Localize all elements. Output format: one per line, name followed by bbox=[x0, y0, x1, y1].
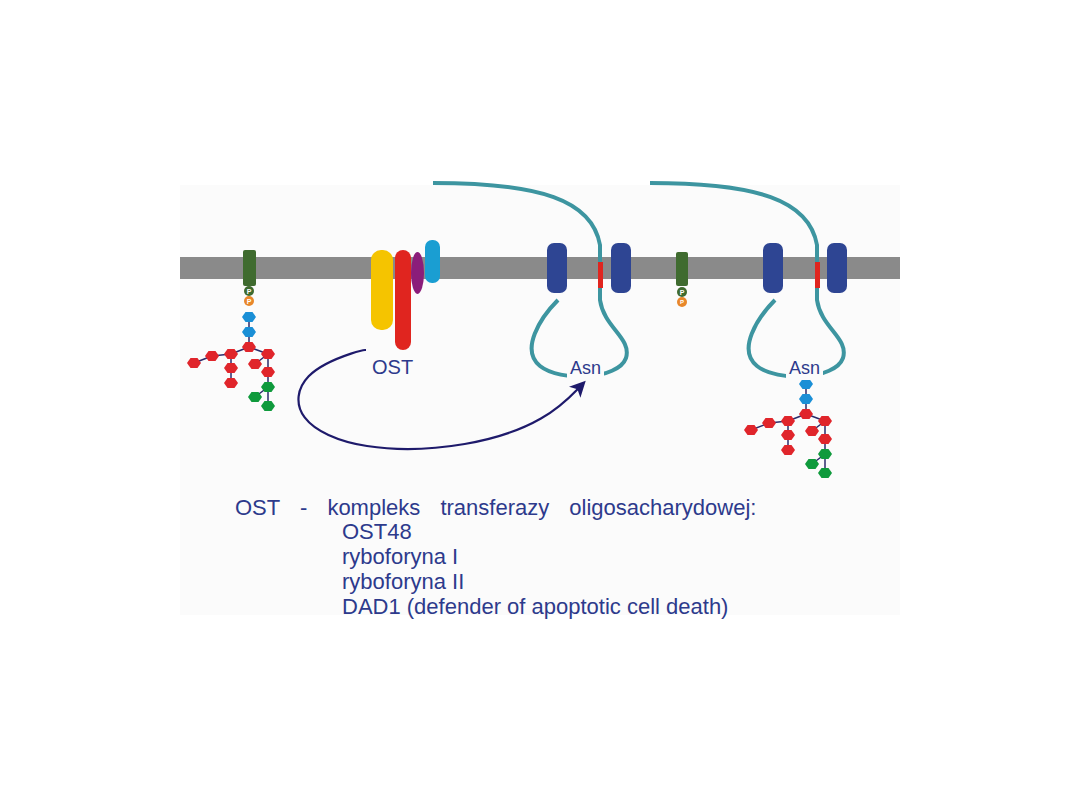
sugar-residue bbox=[261, 401, 275, 411]
polypeptide-chain bbox=[650, 183, 844, 376]
sugar-residue bbox=[805, 459, 819, 469]
dolichol bbox=[243, 250, 256, 286]
phosphate-label: P bbox=[677, 289, 687, 296]
node-text: Asn bbox=[570, 358, 601, 379]
translocon bbox=[611, 243, 631, 293]
subunit-name: OST48 bbox=[342, 520, 412, 544]
sugar-residue bbox=[818, 449, 832, 459]
sugar-residue bbox=[799, 409, 813, 419]
membrane bbox=[180, 257, 900, 279]
transfer-arrow bbox=[298, 350, 583, 449]
ost-subunit bbox=[371, 250, 393, 330]
ost-subunit bbox=[411, 252, 424, 294]
subunit-name: ryboforyna II bbox=[342, 570, 464, 594]
sugar-residue bbox=[762, 418, 776, 428]
subunit-name: DAD1 (defender of apoptotic cell death) bbox=[342, 595, 728, 619]
dolichol bbox=[676, 252, 688, 286]
translocon bbox=[547, 243, 567, 293]
phosphate-label: P bbox=[244, 288, 254, 295]
signal-segment bbox=[598, 262, 603, 288]
sugar-residue bbox=[248, 359, 262, 369]
oligosaccharide bbox=[744, 379, 832, 478]
phosphate-label: P bbox=[677, 299, 687, 305]
sugar-residue bbox=[224, 378, 238, 388]
residue-label: Asn bbox=[786, 358, 823, 380]
phosphate bbox=[677, 297, 687, 307]
residue-label: Asn bbox=[567, 357, 604, 380]
phosphate bbox=[244, 296, 254, 306]
sugar-residue bbox=[744, 425, 758, 435]
phosphate bbox=[677, 287, 687, 297]
polypeptide-chain bbox=[433, 183, 627, 376]
sugar-residue bbox=[799, 394, 813, 404]
sugar-residue bbox=[248, 392, 262, 402]
sugar-residue bbox=[187, 358, 201, 368]
sugar-residue bbox=[242, 342, 256, 352]
sugar-residue bbox=[818, 416, 832, 426]
panel bbox=[180, 185, 900, 615]
phosphate-label: P bbox=[244, 298, 254, 305]
sugar-residue bbox=[242, 312, 256, 322]
sugar-residue bbox=[261, 367, 275, 377]
sugar-residue bbox=[224, 363, 238, 373]
oligosaccharide bbox=[187, 312, 275, 411]
sugar-residue bbox=[781, 416, 795, 426]
ost-subunit bbox=[425, 240, 440, 283]
translocon bbox=[763, 243, 783, 293]
sugar-residue bbox=[242, 327, 256, 337]
signal-segment bbox=[815, 262, 820, 288]
sugar-residue bbox=[805, 426, 819, 436]
complex-label: OST bbox=[366, 350, 419, 385]
sugar-residue bbox=[261, 382, 275, 392]
translocon bbox=[827, 243, 847, 293]
sugar-residue bbox=[781, 430, 795, 440]
sugar-residue bbox=[224, 349, 238, 359]
sugar-residue bbox=[781, 445, 795, 455]
subunit-name: ryboforyna I bbox=[342, 545, 458, 569]
sugar-residue bbox=[205, 351, 219, 361]
sugar-residue bbox=[261, 349, 275, 359]
sugar-residue bbox=[818, 468, 832, 478]
phosphate bbox=[244, 286, 254, 296]
sugar-residue bbox=[799, 379, 813, 389]
ost-subunit bbox=[395, 250, 411, 350]
node-text: OST bbox=[372, 356, 413, 379]
legend-heading: OST - kompleks transferazy oligosacharyd… bbox=[235, 496, 756, 520]
sugar-residue bbox=[818, 434, 832, 444]
